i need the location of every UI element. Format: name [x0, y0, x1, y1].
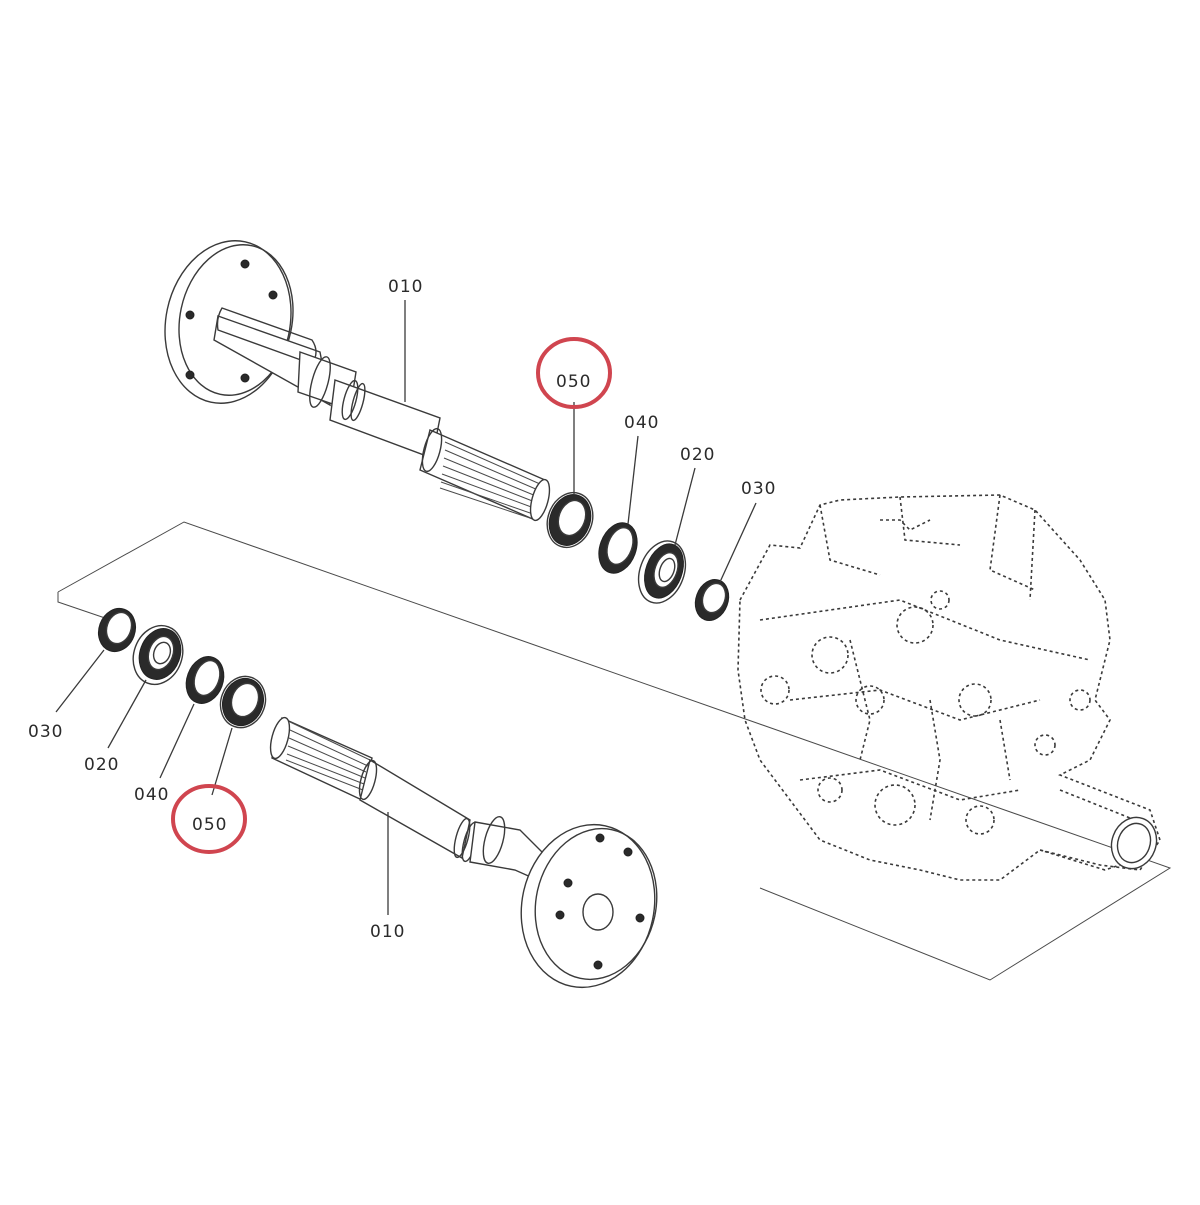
- bottom-circlip-030: [97, 607, 137, 653]
- leader-top-020: [674, 467, 696, 546]
- top-ball-bearing-020: [637, 540, 687, 604]
- callout-top-050: 050: [556, 372, 591, 392]
- callout-bottom-030: 030: [28, 722, 63, 742]
- bottom-axle-shaft: [269, 716, 658, 989]
- bottom-oil-seal-050: [219, 675, 267, 729]
- highlight-circle-top-050: [536, 337, 612, 409]
- callout-bottom-040: 040: [134, 785, 169, 805]
- callout-top-020: 020: [680, 445, 715, 465]
- highlight-circle-bottom-050: [171, 784, 247, 854]
- bottom-snap-ring-040: [185, 656, 225, 704]
- callout-top-030: 030: [741, 479, 776, 499]
- leader-top-030: [719, 502, 757, 583]
- bottom-ball-bearing-020: [132, 624, 184, 686]
- top-axle-shaft: [164, 240, 551, 522]
- top-circlip-030: [694, 579, 730, 621]
- assembly-frame-outline: [57, 521, 1172, 981]
- top-snap-ring-040: [598, 522, 638, 574]
- leader-bottom-030: [55, 649, 105, 713]
- leader-top-040: [627, 435, 639, 525]
- callout-bottom-010: 010: [370, 922, 405, 942]
- leader-bottom-040: [159, 703, 195, 779]
- leader-bottom-020: [107, 679, 147, 749]
- callout-top-040: 040: [624, 413, 659, 433]
- leader-bottom-050: [211, 727, 233, 796]
- transmission-housing: [737, 494, 1161, 881]
- callout-bottom-020: 020: [84, 755, 119, 775]
- top-oil-seal-050: [546, 491, 594, 549]
- callout-bottom-050: 050: [192, 815, 227, 835]
- callout-top-010: 010: [388, 277, 423, 297]
